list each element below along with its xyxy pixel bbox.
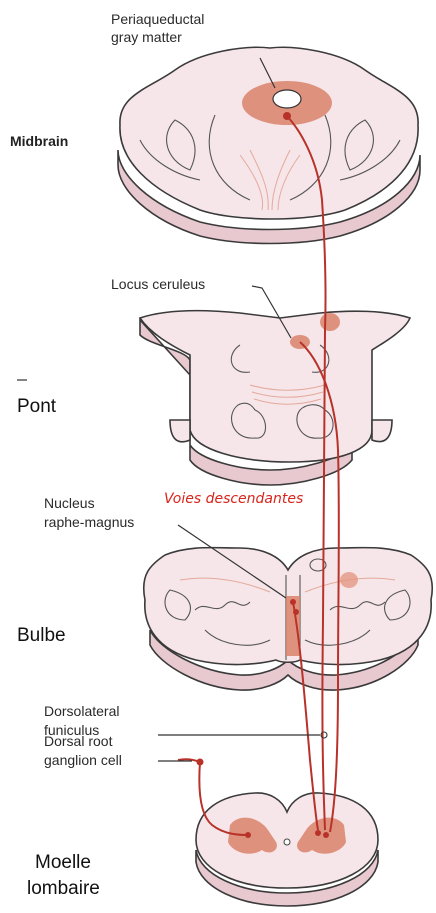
label-periaqueductal-1: Periaqueductal [111, 11, 204, 27]
pons-section [140, 311, 410, 485]
label-nucleus-2: raphe-magnus [44, 514, 134, 530]
label-periaqueductal-2: gray matter [111, 29, 182, 45]
label-nucleus-1: Nucleus [44, 495, 95, 511]
label-moelle-1: Moelle [35, 852, 91, 873]
label-locus-ceruleus: Locus ceruleus [111, 276, 205, 292]
medulla-section [144, 548, 433, 691]
label-moelle-2: lombaire [27, 878, 100, 899]
medulla-highlight-right [340, 572, 358, 588]
dorsal-root-ganglion-cell-icon [197, 759, 204, 766]
label-dorsal-root-1: Dorsal root [44, 733, 113, 749]
label-bulbe: Bulbe [17, 625, 66, 646]
label-dorsal-root-2: ganglion cell [44, 752, 122, 768]
label-dorsolateral-1: Dorsolateral [44, 703, 119, 719]
aqueduct [273, 90, 301, 108]
label-voies-descendantes: Voies descendantes [164, 491, 303, 507]
label-midbrain: Midbrain [10, 133, 68, 149]
locus-ceruleus-right [320, 313, 340, 331]
spinal-cord-section [196, 793, 378, 906]
label-pont: Pont [17, 396, 57, 417]
